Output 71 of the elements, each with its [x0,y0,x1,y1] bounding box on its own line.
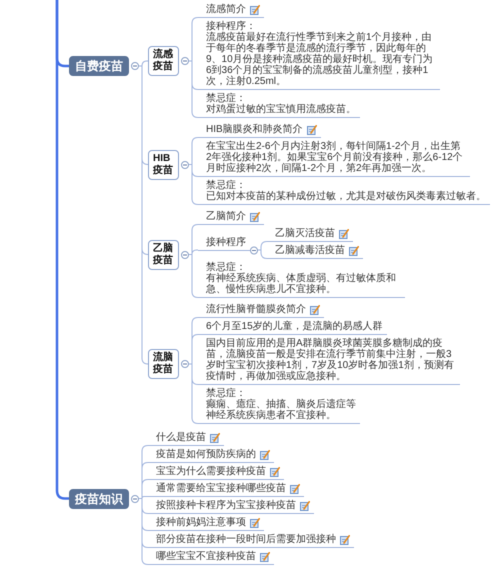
topic-text: 通常需要给宝宝接种哪些疫苗 [156,483,286,494]
underlined-topic [148,551,274,565]
topic-text: 流感简介 [206,4,246,15]
connector-line [188,254,198,298]
topic-text: 哪些宝宝不宜接种疫苗 [156,551,256,562]
connector-line [138,60,148,66]
topic-body: 流感疫苗最好在流行性季节到来之前1个月接种，由于每年的冬春季节是流感的流行季节，因此每年的9、10月份是接种流感疫苗的最好时机。现有专门为6到36个月的宝宝制备的流感疫苗儿童剂型，接种1次，注射0.25ml。 [206,32,434,87]
underlined-topic [148,483,304,497]
topic-text: 乙脑灭活疫苗 [275,228,335,239]
topic-body: 对鸡蛋过敏的宝宝慎用流感疫苗。 [206,104,356,115]
connector-line [188,224,198,255]
topic-title: HIB疫苗 [153,152,174,176]
underlined-topic [198,180,490,205]
topic-text: 按照接种卡程序为宝宝接种疫苗 [156,500,296,511]
topic-title: 乙脑疫苗 [153,242,174,266]
topic-heading: 禁忌症： [206,180,246,191]
topic-text: 接种前妈妈注意事项 [156,517,246,528]
underlined-topic [267,245,363,259]
topic-text: 部分疫苗在接种一段时间后需要加强接种 [156,534,336,545]
connector-line [188,334,198,364]
topic-body: 癫痫、癔症、抽搐、脑炎后遗症等神经系统疾病患者不宜接种。 [206,399,356,421]
underlined-topic [198,388,360,424]
topic-heading: 禁忌症： [206,93,246,104]
underlined-topic [198,304,324,318]
underlined-topic [267,228,353,242]
connector-line [188,60,198,118]
topic-text: 流行性脑脊髓膜炎简介 [206,304,306,315]
underlined-topic [198,4,264,18]
topic-title: 流脑疫苗 [153,352,174,376]
topic-text: 接种程序 [206,236,246,248]
connector-line [258,241,268,250]
topic-body: 已知对本疫苗的某种成份过敏，尤其是对破伤风类毒素过敏者。 [206,191,486,202]
topic-text: 什么是疫苗 [156,432,206,443]
connector-line [56,0,70,500]
underlined-topic [148,500,314,514]
underlined-topic [148,534,354,548]
connector-line [188,250,198,255]
connector-line [188,164,198,205]
topic-heading: 接种程序： [206,21,256,32]
underlined-topic [148,517,264,531]
connector-line [138,496,148,499]
underlined-topic [148,432,224,446]
topic-text: 在宝宝出生2-6个月内注射3剂，每针间隔1-2个月，出生第2年强化接种1剂。如果宝宝6个月前没有接种，那么6-12个月时应接种2次，间隔1-2个月，第2年再加强一次。 [206,141,464,174]
topic-text: 国内目前应用的是用A群脑膜炎球菌荚膜多糖制成的疫苗，流脑疫苗一般是安排在流行季节前集中注射，一般3岁时宝宝初次接种1剂，7岁及10岁时各加强1剂，预测有疫情时，再做加强或应急接种。 [206,338,455,382]
topic-title: 流感疫苗 [153,49,174,73]
topic-heading: 禁忌症： [206,388,246,399]
underlined-topic [148,449,274,463]
underlined-topic [198,262,405,298]
topic-text: 6个月至15岁的儿童，是流脑的易感人群 [206,321,383,332]
underlined-topic [198,21,440,90]
underlined-topic [198,93,360,118]
topic-text: HIB脑膜炎和肺炎简介 [206,124,303,135]
underlined-topic [148,466,284,480]
topic-text: 疫苗是如何预防疾病的 [156,449,256,460]
connector-line [138,498,148,565]
underlined-topic [198,321,387,335]
topic-text: 宝宝为什么需要接种疫苗 [156,466,266,477]
connector-line [138,479,148,499]
topic-body: 有神经系统疾病、体质虚弱、有过敏体质和急、慢性疾病患儿不宜接种。 [206,273,397,295]
connector-line [188,17,198,62]
underlined-topic [198,211,264,225]
underlined-topic [198,124,321,138]
topic-title: 疫苗知识 [75,490,123,506]
connector-line [188,364,198,424]
connector-line [188,137,198,165]
topic-text: 乙脑简介 [206,211,246,222]
connector-line [258,250,268,259]
topic-heading: 禁忌症： [206,262,246,273]
topic-text: 乙脑减毒活疫苗 [275,245,345,256]
topic-title: 自费疫苗 [75,58,123,74]
connector-line [138,66,148,364]
